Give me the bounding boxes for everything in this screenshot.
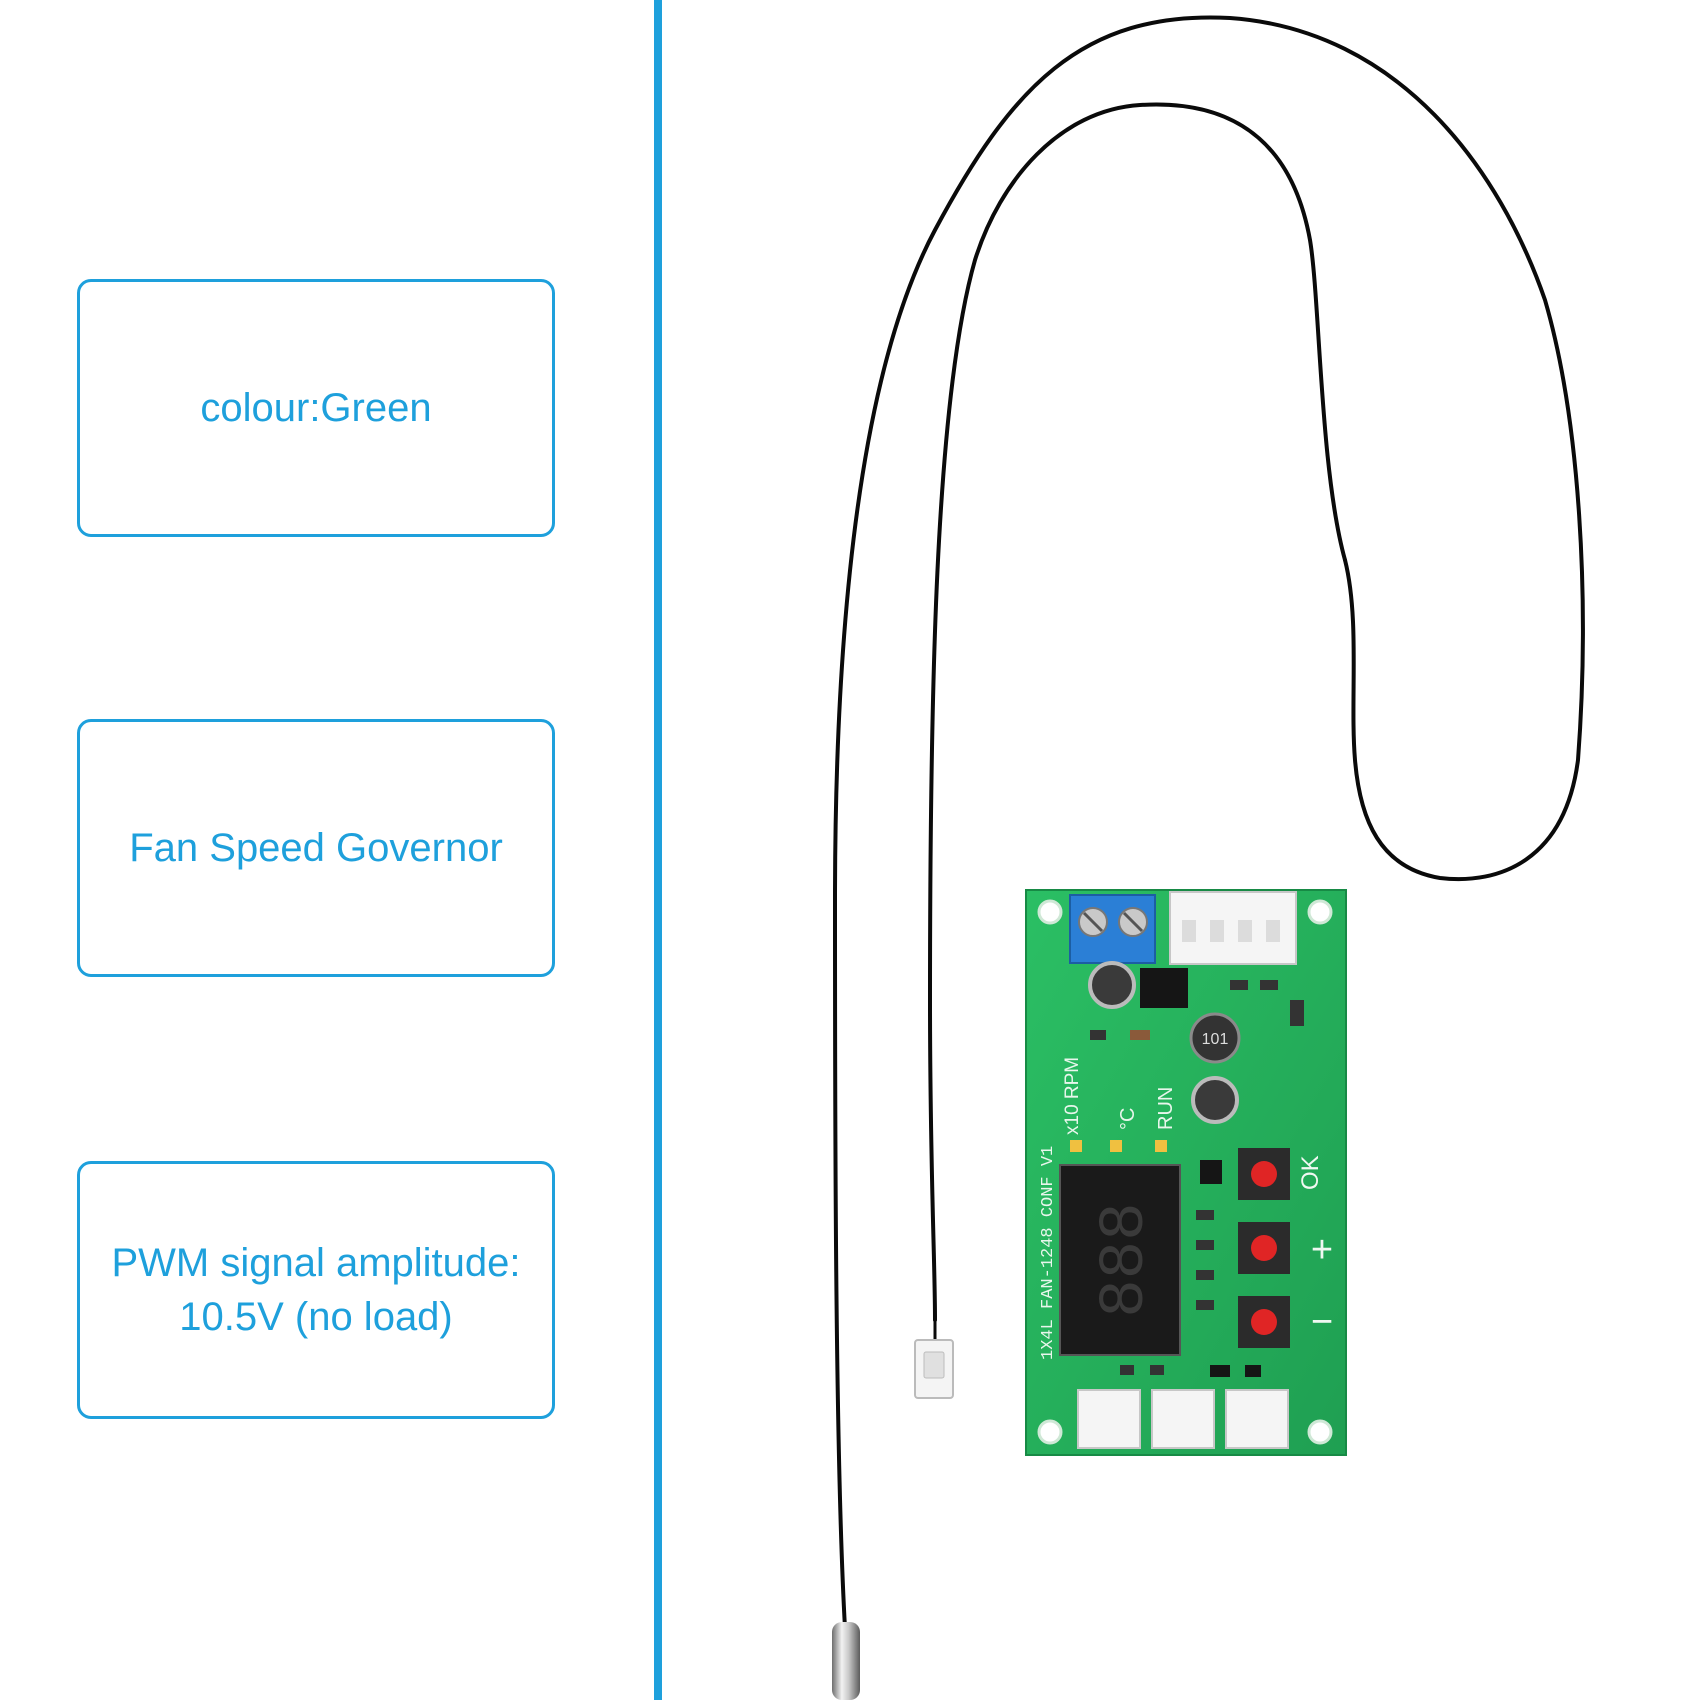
run-label: RUN (1155, 1087, 1177, 1130)
minus-label: − (1311, 1301, 1333, 1343)
celsius-label: °C (1117, 1108, 1139, 1130)
feature-text-function: Fan Speed Governor (129, 826, 503, 870)
minus-button (1238, 1296, 1290, 1348)
feature-box-pwm: PWM signal amplitude: 10.5V (no load) (77, 1161, 555, 1419)
sensor-cable-inner (927, 102, 1347, 1322)
plus-button (1238, 1222, 1290, 1274)
pcb-board: 101 1X4L FAN-1248 CONF V1 x10 RPM °C RUN… (1025, 889, 1347, 1456)
feature-text-colour: colour:Green (200, 386, 432, 430)
capacitor-large (1191, 1076, 1239, 1124)
fan-header-1 (1077, 1389, 1141, 1449)
sensor-connector-slot (923, 1351, 945, 1379)
ok-button (1238, 1148, 1290, 1200)
feature-box-colour: colour:Green (77, 279, 555, 537)
rpm-label: x10 RPM (1062, 1057, 1083, 1135)
ok-label: OK (1297, 1155, 1324, 1190)
temperature-probe-tip (832, 1622, 860, 1700)
fan-header-3 (1225, 1389, 1289, 1449)
ic-chip (1140, 968, 1188, 1008)
board-model-label: 1X4L FAN-1248 CONF V1 (1039, 1146, 1058, 1360)
feature-box-function: Fan Speed Governor (77, 719, 555, 977)
vertical-divider (654, 0, 662, 1700)
fan-header-2 (1151, 1389, 1215, 1449)
led-run (1155, 1140, 1167, 1152)
inductor-label: 101 (1202, 1031, 1229, 1048)
display-digits: 888 (1090, 1202, 1162, 1317)
segment-display (1059, 1164, 1181, 1356)
feature-text-pwm: PWM signal amplitude: 10.5V (no load) (111, 1241, 521, 1339)
led-celsius (1110, 1140, 1122, 1152)
capacitor-small (1088, 961, 1136, 1009)
led-rpm (1070, 1140, 1082, 1152)
sensor-cable-outer (832, 15, 1585, 1630)
inductor (1189, 1012, 1241, 1064)
plus-label: + (1311, 1229, 1333, 1271)
